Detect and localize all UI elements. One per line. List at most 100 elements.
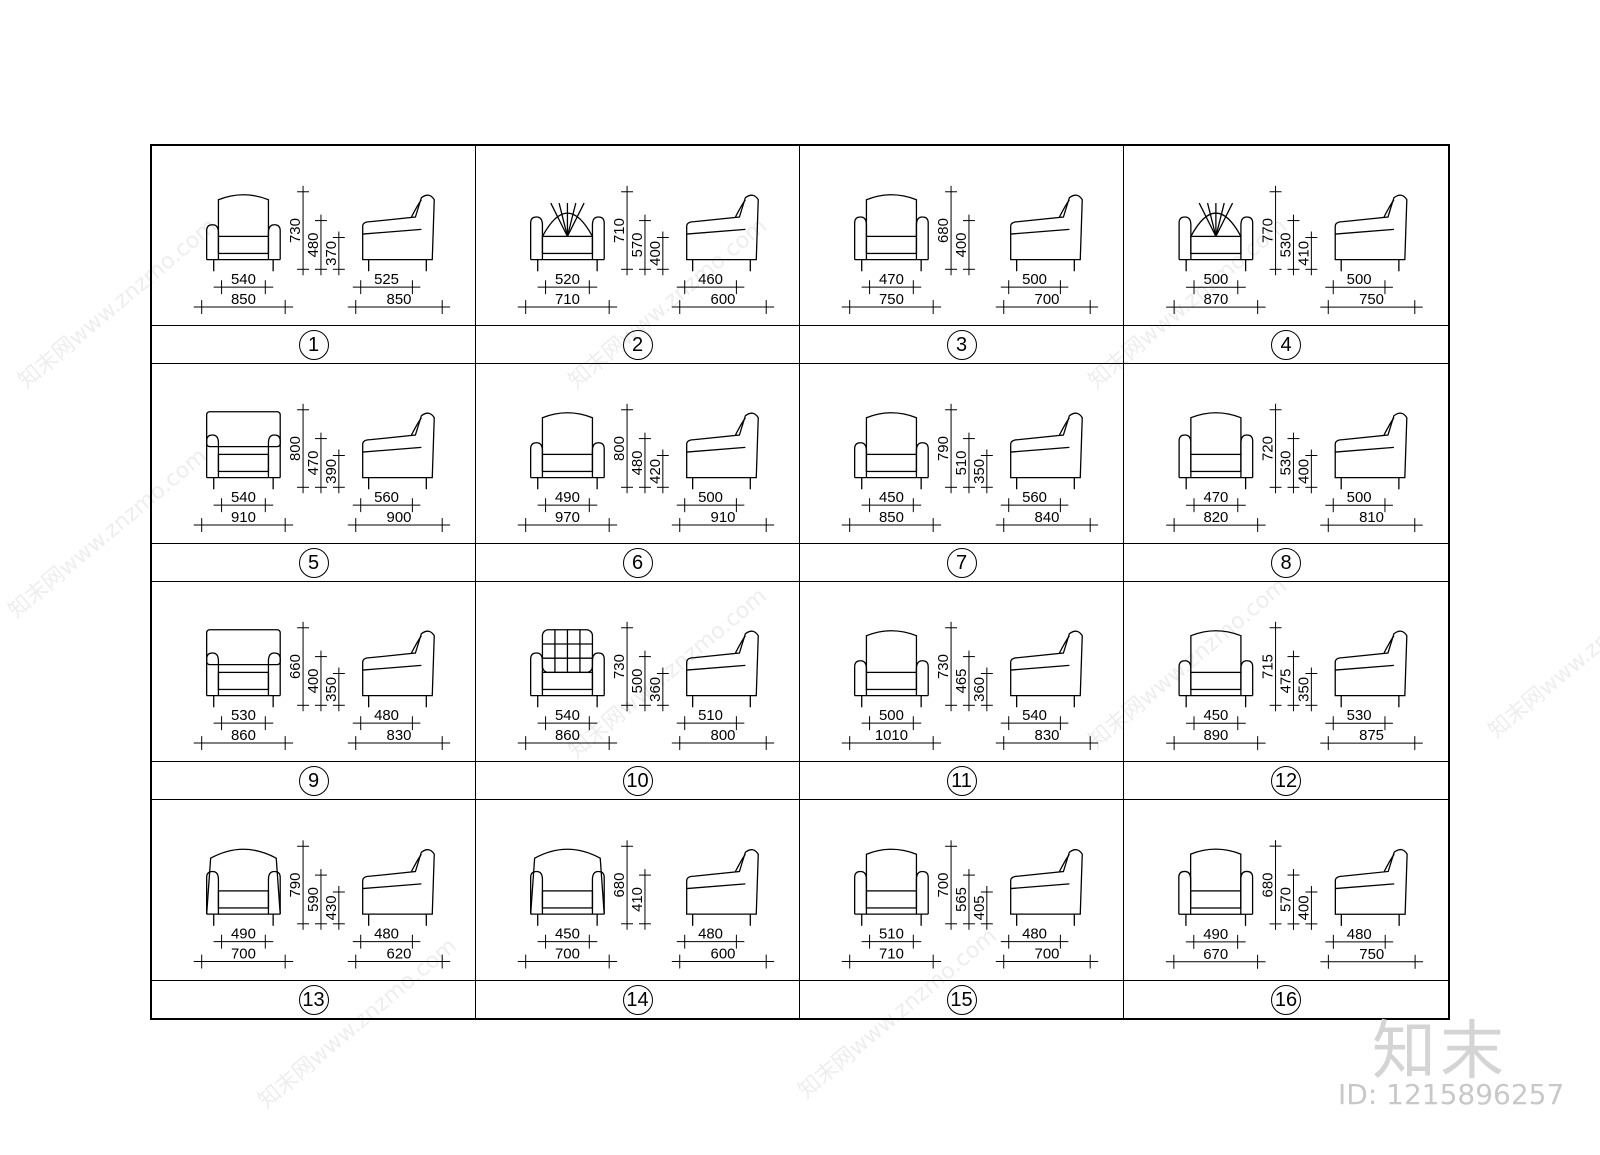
overall-depth-dimension: 600 xyxy=(671,947,775,969)
seat-width-dimension-label: 490 xyxy=(1203,926,1228,943)
seat-depth-dimension-label: 480 xyxy=(374,708,399,724)
item-number-circle: 7 xyxy=(946,547,977,578)
seat-width-dimension: 530 xyxy=(213,708,274,731)
seat-depth-dimension-label: 480 xyxy=(374,927,399,943)
overall-width-dimension-label: 910 xyxy=(231,510,256,526)
height-dimension-3: 360 xyxy=(972,667,993,712)
cell-caption: 3 xyxy=(800,325,1123,363)
height-dimension-2-label: 590 xyxy=(306,887,322,912)
seat-depth-dimension-label: 540 xyxy=(1022,708,1047,724)
height-dimension-3-label: 360 xyxy=(972,677,988,702)
overall-width-dimension: 670 xyxy=(1165,946,1266,969)
height-dimension-1-label: 680 xyxy=(612,873,628,898)
brand-logo-watermark: 知末 xyxy=(1372,1015,1508,1089)
overall-depth-dimension: 600 xyxy=(671,292,775,315)
cell-caption: 15 xyxy=(800,980,1123,1018)
height-dimension-2: 570 xyxy=(1277,869,1300,930)
armchair-front-elevation xyxy=(854,194,929,272)
armchair-front-elevation xyxy=(206,411,281,490)
overall-width-dimension: 850 xyxy=(193,292,294,315)
height-dimension-2-label: 565 xyxy=(954,887,970,912)
seat-width-dimension: 450 xyxy=(861,490,922,513)
seat-width-dimension: 500 xyxy=(1186,272,1246,295)
height-dimension-3-label: 370 xyxy=(324,241,340,266)
height-dimension-3: 390 xyxy=(324,449,345,494)
height-dimension-2-label: 500 xyxy=(630,669,646,694)
cell-caption: 9 xyxy=(152,761,475,799)
armchair-front-elevation xyxy=(1178,848,1254,926)
height-dimension-3: 430 xyxy=(324,886,345,930)
overall-depth-dimension-label: 810 xyxy=(1359,510,1384,526)
overall-width-dimension-label: 860 xyxy=(231,728,256,744)
height-dimension-3: 370 xyxy=(324,231,345,276)
seat-depth-dimension: 480 xyxy=(676,927,745,949)
height-dimension-3-label: 350 xyxy=(972,459,988,484)
item-number-circle: 2 xyxy=(622,329,653,360)
height-dimension-3-label: 400 xyxy=(648,241,664,266)
armchair-front-elevation xyxy=(854,630,929,708)
item-number-circle: 14 xyxy=(622,984,653,1015)
item-number-circle: 11 xyxy=(946,765,977,796)
height-dimension-1: 730 xyxy=(288,185,310,276)
armchair-side-elevation xyxy=(686,630,759,708)
height-dimension-3-label: 350 xyxy=(1296,677,1312,702)
armchair-side-elevation xyxy=(686,849,759,926)
height-dimension-1: 730 xyxy=(936,621,958,712)
height-dimension-2-label: 510 xyxy=(954,451,970,476)
overall-depth-dimension-label: 800 xyxy=(711,728,736,744)
seat-width-dimension-label: 510 xyxy=(879,927,904,943)
height-dimension-3-label: 410 xyxy=(1296,241,1312,266)
seat-depth-dimension: 510 xyxy=(676,708,745,731)
overall-width-dimension: 850 xyxy=(841,510,942,533)
item-number-circle: 8 xyxy=(1271,547,1301,578)
height-dimension-1-label: 730 xyxy=(936,654,952,679)
seat-depth-dimension-label: 500 xyxy=(698,490,723,506)
seat-width-dimension-label: 540 xyxy=(231,272,256,288)
overall-width-dimension-label: 820 xyxy=(1203,510,1228,526)
seat-width-dimension: 540 xyxy=(537,708,598,731)
cell-caption: 14 xyxy=(476,980,799,1018)
armchair-side-elevation xyxy=(1334,848,1408,926)
height-dimension-3-label: 405 xyxy=(972,895,988,920)
height-dimension-2: 530 xyxy=(1278,432,1300,494)
height-dimension-1: 790 xyxy=(288,840,310,930)
seat-depth-dimension: 530 xyxy=(1325,708,1393,731)
height-dimension-3: 360 xyxy=(648,667,669,712)
height-dimension-1-label: 770 xyxy=(1261,218,1277,243)
armchair-side-elevation xyxy=(1334,630,1408,708)
overall-width-dimension-label: 700 xyxy=(231,947,256,963)
item-number-circle: 5 xyxy=(298,547,329,578)
cell-caption: 8 xyxy=(1124,543,1448,581)
height-dimension-1-label: 790 xyxy=(288,873,304,898)
seat-width-dimension: 490 xyxy=(213,927,274,949)
armchair-side-elevation xyxy=(1334,412,1408,490)
height-dimension-2-label: 530 xyxy=(1278,451,1294,476)
height-dimension-1-label: 715 xyxy=(1261,654,1277,679)
cell-caption: 5 xyxy=(152,543,475,581)
height-dimension-2: 400 xyxy=(306,650,327,712)
seat-width-dimension: 500 xyxy=(861,708,922,731)
seat-width-dimension-label: 500 xyxy=(1203,272,1228,288)
cell-caption: 2 xyxy=(476,325,799,363)
overall-width-dimension-label: 750 xyxy=(879,292,904,308)
height-dimension-1-label: 680 xyxy=(936,218,952,243)
seat-depth-dimension-label: 560 xyxy=(1022,490,1047,506)
armchair-front-elevation xyxy=(206,848,281,926)
armchair-front-elevation xyxy=(530,629,605,708)
height-dimension-3-label: 430 xyxy=(324,895,340,920)
